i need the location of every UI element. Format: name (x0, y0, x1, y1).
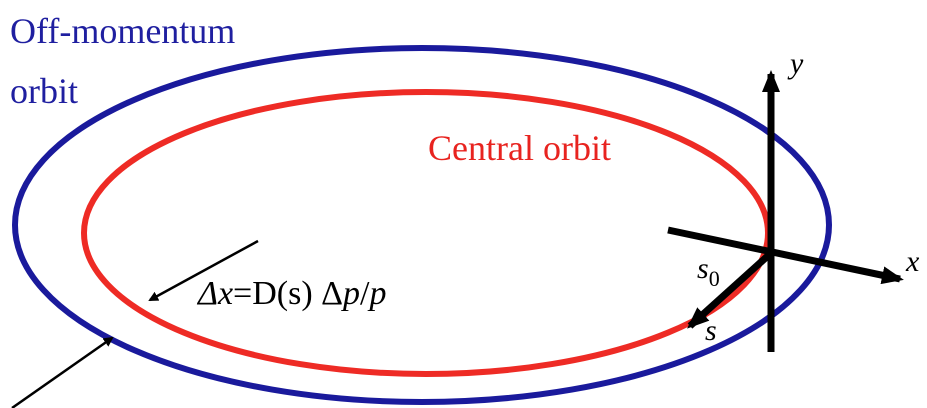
x-axis (667, 226, 904, 285)
y-axis-label: y (787, 47, 804, 80)
equation-delta-x: Δx (196, 275, 233, 312)
s-axis-label: s (705, 314, 717, 347)
equation-p-numerator: p (341, 275, 360, 312)
equation-slash: / (360, 275, 370, 312)
central-orbit-label: Central orbit (428, 128, 611, 168)
s0-base: s (697, 252, 709, 285)
central-orbit-ellipse (81, 89, 771, 377)
off-momentum-orbit-ellipse (12, 45, 832, 405)
s0-label: s0 (697, 252, 720, 291)
off-momentum-pointer-arrow (11, 336, 114, 408)
s-axis (687, 250, 774, 329)
equation-middle: =D(s) Δ (233, 275, 343, 312)
off-momentum-label-line1: Off-momentum (10, 11, 235, 51)
dispersion-pointer-arrow (148, 239, 259, 302)
x-axis-label: x (905, 245, 920, 278)
s0-subscript: 0 (709, 266, 720, 291)
off-momentum-label-line2: orbit (10, 71, 78, 111)
equation-p-denominator: p (367, 275, 386, 312)
dispersion-equation: Δx=D(s) Δp/p (196, 275, 386, 312)
